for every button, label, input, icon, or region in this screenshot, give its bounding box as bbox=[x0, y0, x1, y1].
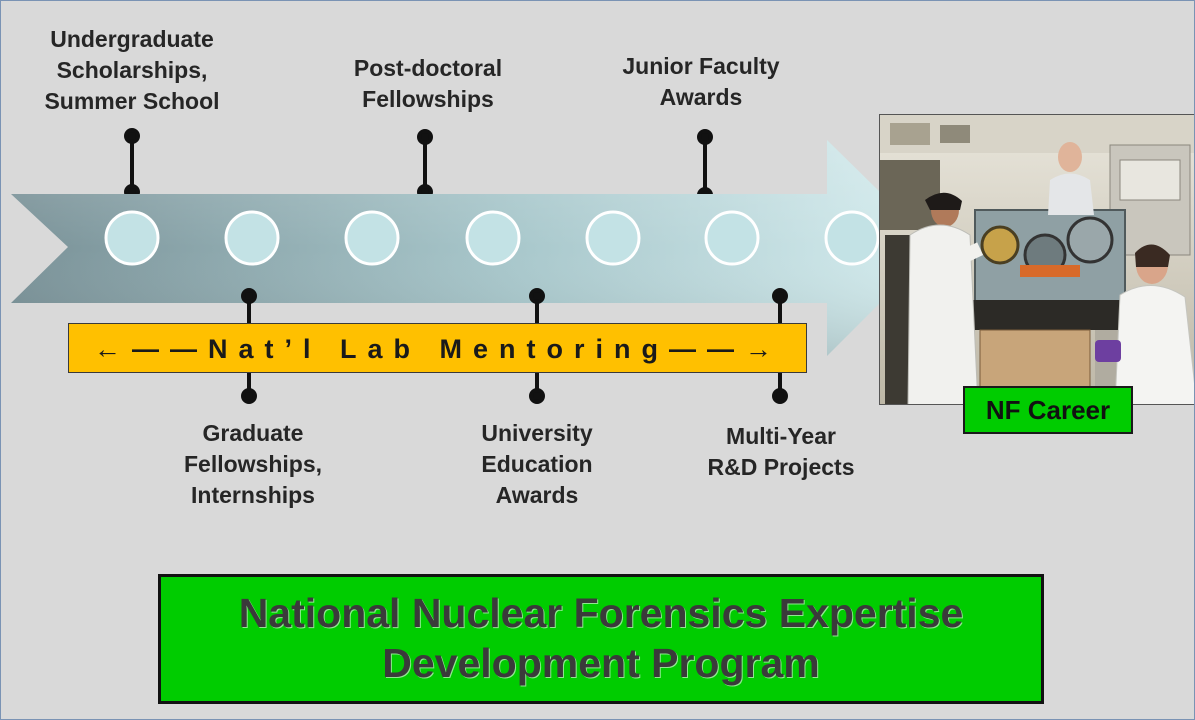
label-line: Education bbox=[481, 451, 593, 477]
top-connectors bbox=[124, 128, 713, 203]
timeline-node bbox=[585, 210, 641, 266]
label-line: Graduate bbox=[202, 420, 304, 446]
connector-dot bbox=[417, 129, 433, 145]
milestone-label-university: University Education Awards bbox=[437, 418, 637, 511]
label-line: Fellowships, bbox=[183, 451, 323, 477]
timeline-node bbox=[465, 210, 521, 266]
label-line: Awards bbox=[495, 482, 579, 508]
connector-dot bbox=[529, 288, 545, 304]
connector-dot bbox=[772, 388, 788, 404]
milestone-label-graduate: Graduate Fellowships, Internships bbox=[153, 418, 353, 511]
label-line: Multi-Year bbox=[726, 423, 836, 449]
timeline-node bbox=[344, 210, 400, 266]
connector-dot bbox=[241, 388, 257, 404]
mentoring-bar: ←——Nat’l Lab Mentoring——→ bbox=[68, 323, 807, 373]
timeline-node bbox=[704, 210, 760, 266]
program-title-line: Development Program bbox=[382, 640, 820, 686]
connector-dot bbox=[241, 288, 257, 304]
timeline-nodes bbox=[104, 210, 880, 266]
connector-dot bbox=[124, 128, 140, 144]
timeline-node bbox=[224, 210, 280, 266]
program-title-box: National Nuclear Forensics Expertise Dev… bbox=[158, 574, 1044, 704]
connector-dot bbox=[697, 129, 713, 145]
lab-photo bbox=[879, 114, 1194, 405]
milestone-label-postdoctoral: Post-doctoral Fellowships bbox=[328, 53, 528, 115]
mentoring-label: ←——Nat’l Lab Mentoring——→ bbox=[94, 334, 783, 364]
milestone-label-undergraduate: Undergraduate Scholarships, Summer Schoo… bbox=[32, 24, 232, 117]
connector-dot bbox=[529, 388, 545, 404]
program-title-line: National Nuclear Forensics Expertise bbox=[238, 590, 964, 636]
milestone-label-junior-faculty: Junior Faculty Awards bbox=[601, 51, 801, 113]
label-line: Fellowships bbox=[362, 86, 494, 112]
connector-dot bbox=[772, 288, 788, 304]
label-line: Internships bbox=[191, 482, 315, 508]
label-line: R&D Projects bbox=[707, 454, 855, 480]
timeline-node bbox=[104, 210, 160, 266]
label-line: Junior Faculty bbox=[622, 53, 780, 79]
label-line: Post-doctoral bbox=[353, 55, 503, 81]
lab-scientists-photo-icon bbox=[880, 115, 1194, 404]
label-line: Undergraduate bbox=[50, 26, 214, 52]
milestone-label-multiyear: Multi-Year R&D Projects bbox=[681, 421, 881, 483]
timeline-node bbox=[824, 210, 880, 266]
label-line: Awards bbox=[659, 84, 743, 110]
label-line: University bbox=[481, 420, 593, 446]
label-line: Scholarships, bbox=[56, 57, 208, 83]
nf-career-badge: NF Career bbox=[963, 386, 1133, 434]
label-line: Summer School bbox=[44, 88, 220, 114]
